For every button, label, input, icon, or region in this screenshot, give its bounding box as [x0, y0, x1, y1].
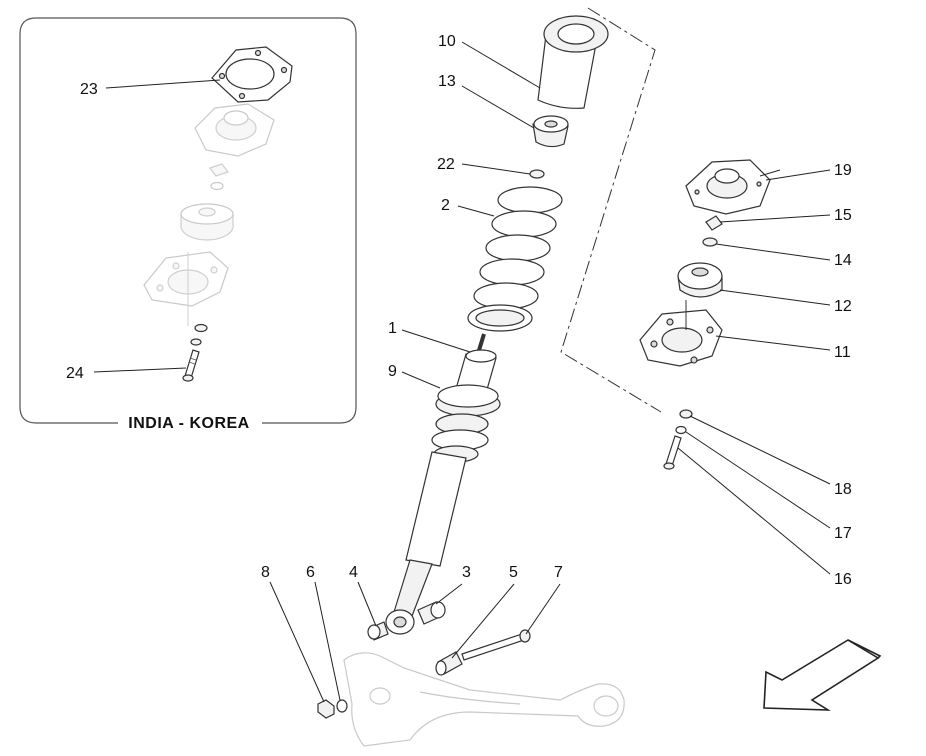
callout-23: 23 — [80, 81, 98, 98]
washer-part — [336, 699, 348, 713]
spring-seat-part — [431, 384, 501, 463]
inset-lower-plate-ghost — [143, 251, 229, 326]
callout-19: 19 — [834, 162, 852, 179]
control-arm-ghost — [343, 652, 625, 747]
plate-washer-part — [679, 409, 693, 419]
callout-18: 18 — [834, 481, 852, 498]
callout-15: 15 — [834, 207, 852, 224]
dust-boot-part — [537, 15, 609, 109]
callout-8: 8 — [261, 564, 270, 581]
damper-tube-part — [393, 451, 467, 617]
spacer-sleeve-part — [435, 651, 463, 676]
inset-panel: INDIA - KOREA — [19, 17, 357, 432]
inset-bolt-part — [182, 349, 200, 382]
leader-24 — [93, 367, 187, 373]
callout-5: 5 — [509, 564, 518, 581]
callout-2: 2 — [441, 197, 450, 214]
callout-13: 13 — [438, 73, 456, 90]
callout-11: 11 — [834, 344, 851, 361]
callout-7: 7 — [554, 564, 563, 581]
callout-22: 22 — [437, 156, 455, 173]
inset-upper-mount-ghost — [194, 103, 275, 157]
callout-6: 6 — [306, 564, 315, 581]
bump-stop-part — [532, 115, 569, 148]
inset-nut-ghost — [209, 163, 229, 191]
long-bolt-part — [461, 629, 531, 661]
top-nut-part — [705, 215, 723, 231]
coil-spring-part — [467, 186, 563, 332]
callout-3: 3 — [462, 564, 471, 581]
bushing-left-part — [367, 621, 389, 641]
nut-part — [317, 699, 335, 719]
leader-lines — [269, 41, 831, 703]
direction-arrow-icon — [763, 639, 882, 711]
top-washer-part — [702, 237, 718, 247]
callout-4: 4 — [349, 564, 358, 581]
gasket-plate-part — [211, 46, 293, 103]
lower-mount-plate-part — [639, 300, 723, 367]
small-washer-part — [529, 169, 545, 179]
plate-bolt-part — [663, 435, 682, 470]
inset-rubber-mount-ghost — [180, 203, 234, 241]
callout-24: 24 — [66, 365, 84, 382]
callout-1: 1 — [388, 320, 397, 337]
callout-10: 10 — [438, 33, 456, 50]
callout-12: 12 — [834, 298, 852, 315]
inset-title: INDIA - KOREA — [128, 415, 249, 432]
lower-eye-part — [385, 609, 415, 635]
rubber-mount-part — [677, 262, 723, 298]
inset-washer-part — [190, 323, 208, 346]
callout-9: 9 — [388, 363, 397, 380]
plate-lockwasher-part — [675, 425, 687, 435]
callout-14: 14 — [834, 252, 852, 269]
top-mount-part — [685, 159, 771, 215]
leader-23 — [105, 79, 221, 89]
callout-16: 16 — [834, 571, 852, 588]
callout-17: 17 — [834, 525, 852, 542]
group-dash-line — [560, 7, 662, 413]
bushing-right-part — [417, 601, 446, 625]
